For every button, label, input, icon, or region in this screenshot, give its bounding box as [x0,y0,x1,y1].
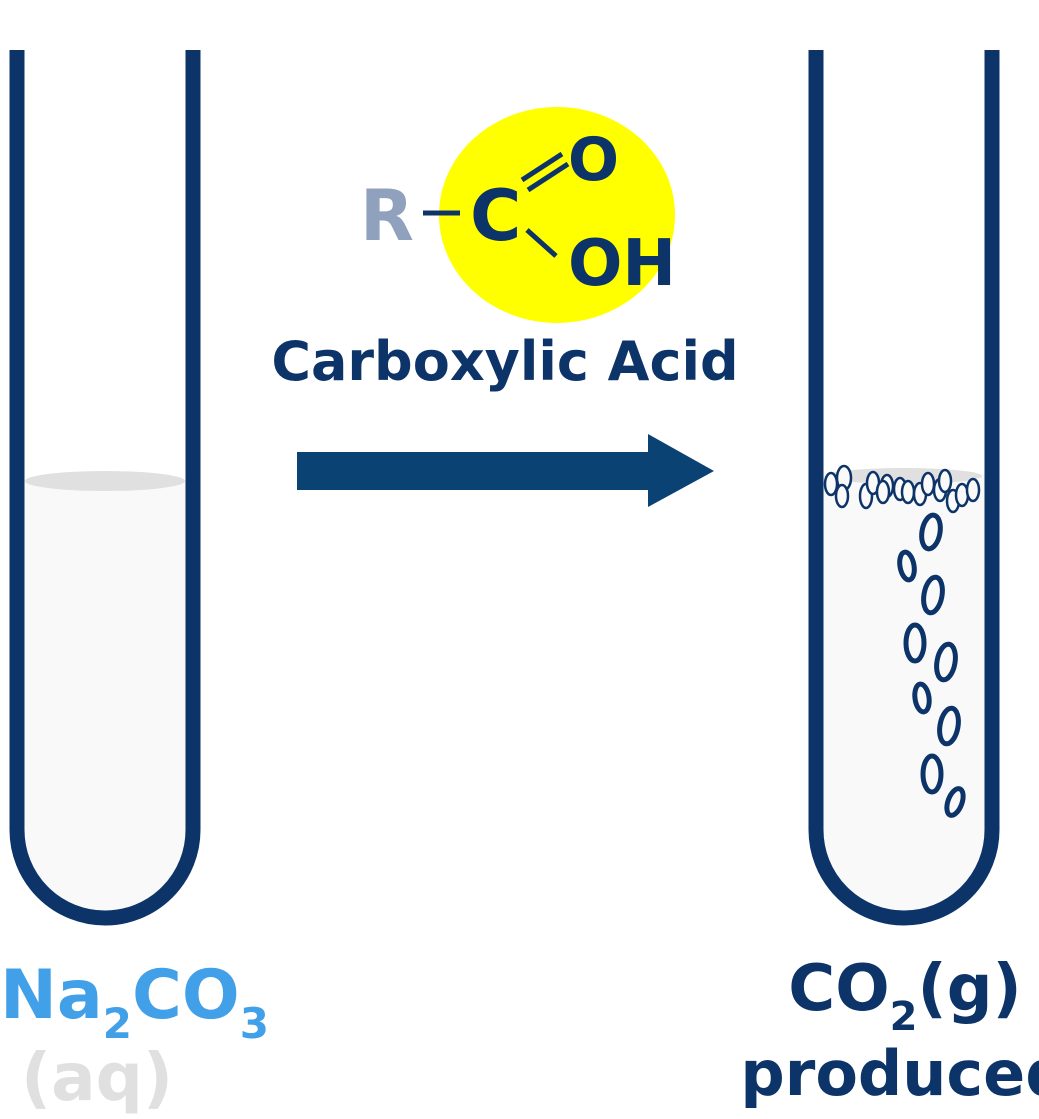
bubble [944,786,966,818]
reaction-arrow [297,434,714,507]
reagent-name: Carboxylic Acid [271,330,738,393]
carboxylic-acid-structure: R C O OH Carboxylic Acid [271,107,739,393]
formula-co: CO [132,956,240,1035]
product-formula: CO2(g) [788,952,1022,1040]
bubble [919,512,943,552]
bubble [912,681,932,715]
formula-co: CO [788,952,889,1026]
bubble [920,471,936,497]
double-bond-line-1 [520,151,564,183]
subscript-2: 2 [103,999,132,1048]
hydroxyl-group: OH [568,227,676,301]
formula-na: Na [0,956,103,1035]
subscript-2: 2 [890,994,918,1040]
arrow-shaft [297,452,652,490]
product-caption: produced [740,1037,1039,1110]
right-tube-glass [808,50,1000,926]
reactant-state: (aq) [21,1039,173,1116]
bubble [937,705,961,747]
functional-group-highlight [439,107,675,323]
bubble [934,641,958,683]
left-meniscus [25,471,185,491]
left-liquid [24,480,186,911]
foam-bubbles [823,464,981,514]
carbonyl-oxygen: O [568,125,619,195]
bubble [965,477,981,503]
arrow-head [648,434,714,507]
r-group: R [360,175,414,257]
single-bond [525,228,558,258]
bubble [897,549,917,583]
left-test-tube [9,50,201,926]
bubble [903,622,927,664]
carbon-atom: C [470,175,521,257]
bubble [937,468,953,494]
bubble [921,574,945,616]
rising-bubbles [897,512,966,818]
subscript-3: 3 [240,999,269,1048]
right-liquid [823,475,985,911]
bubble [875,479,891,505]
left-tube-glass [9,50,201,926]
bubble [900,479,916,505]
state-g: (g) [917,952,1021,1026]
bubble [834,483,850,509]
right-test-tube [808,50,1000,926]
double-bond-line-2 [526,161,570,193]
reactant-formula: Na2CO3 [0,956,269,1048]
bubble [920,753,944,795]
